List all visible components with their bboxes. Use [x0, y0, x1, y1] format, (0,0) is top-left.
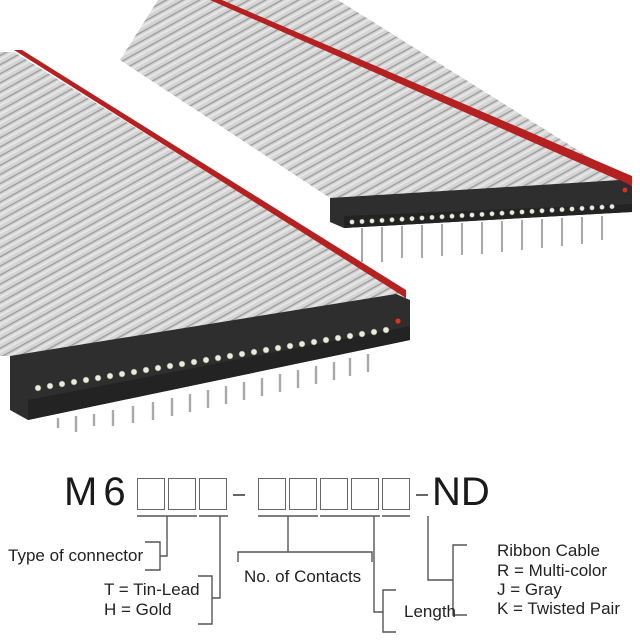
back-ribbon-cable	[120, 0, 632, 198]
length-box-2	[351, 478, 379, 510]
plating-tin-lead-label: T = Tin-Lead	[104, 580, 200, 599]
plating-gold-label: H = Gold	[104, 600, 172, 619]
type-of-connector-label: Type of connector	[8, 546, 144, 565]
separator-dash-1	[233, 494, 245, 496]
connector-type-box-2	[168, 478, 196, 510]
ribbon-gray-label: J = Gray	[497, 580, 562, 599]
length-label: Length	[404, 602, 456, 621]
ribbon-type-box	[382, 478, 410, 510]
back-connector	[330, 180, 632, 262]
contacts-box-1	[258, 478, 286, 510]
ribbon-cable-label: Ribbon Cable	[497, 541, 601, 560]
ribbon-twisted-pair-label: K = Twisted Pair	[497, 599, 620, 618]
part-number-suffix: ND	[432, 470, 490, 514]
contacts-box-2	[289, 478, 317, 510]
separator-dash-2	[416, 494, 428, 496]
no-of-contacts-label: No. of Contacts	[244, 567, 362, 586]
ribbon-cable-assembly-illustration	[0, 0, 632, 432]
ribbon-multicolor-label: R = Multi-color	[497, 561, 608, 580]
plating-box	[199, 478, 227, 510]
front-connector	[10, 294, 410, 432]
connector-type-box-1	[137, 478, 165, 510]
front-ribbon-cable	[0, 50, 406, 356]
part-number-prefix: M6	[64, 470, 132, 514]
length-box-1	[320, 478, 348, 510]
